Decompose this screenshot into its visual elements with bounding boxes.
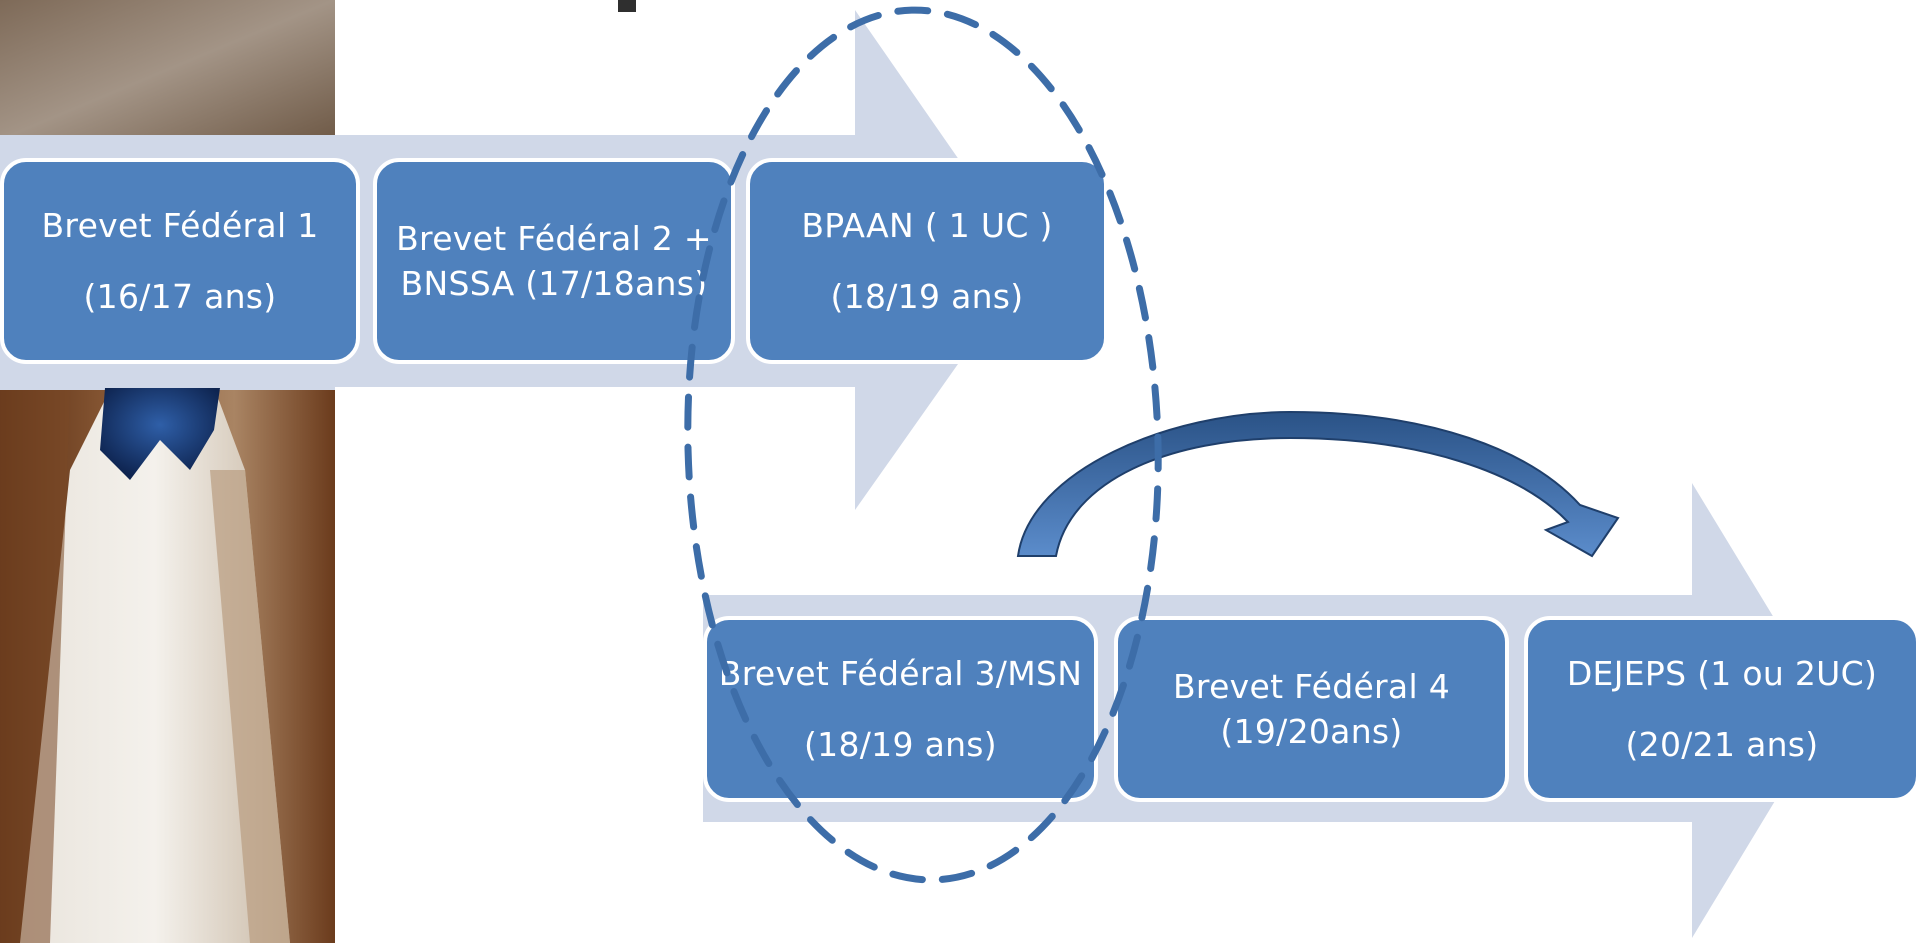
step-age: BNSSA (17/18ans) — [400, 264, 708, 303]
step-title: Brevet Fédéral 1 — [41, 205, 319, 245]
step-brevet-federal-2: Brevet Fédéral 2 + BNSSA (17/18ans) — [373, 158, 735, 364]
step-title: Brevet Fédéral 3/MSN — [718, 653, 1083, 693]
step-age: (18/19 ans) — [830, 277, 1024, 316]
step-age: (19/20ans) — [1220, 712, 1403, 751]
step-age: (16/17 ans) — [83, 277, 277, 316]
step-dejeps: DEJEPS (1 ou 2UC) (20/21 ans) — [1524, 616, 1920, 802]
step-age: (18/19 ans) — [804, 725, 997, 764]
title-fragment — [618, 0, 636, 12]
step-bpaan: BPAAN ( 1 UC ) (18/19 ans) — [746, 158, 1108, 364]
step-title: DEJEPS (1 ou 2UC) — [1566, 653, 1878, 693]
step-brevet-federal-4: Brevet Fédéral 4 (19/20ans) — [1114, 616, 1509, 802]
step-title: BPAAN ( 1 UC ) — [801, 205, 1053, 245]
step-brevet-federal-3-msn: Brevet Fédéral 3/MSN (18/19 ans) — [703, 616, 1098, 802]
step-age: (20/21 ans) — [1625, 725, 1819, 764]
step-brevet-federal-1: Brevet Fédéral 1 (16/17 ans) — [0, 158, 360, 364]
step-title: Brevet Fédéral 4 — [1172, 666, 1451, 706]
step-title: Brevet Fédéral 2 + — [396, 218, 712, 258]
